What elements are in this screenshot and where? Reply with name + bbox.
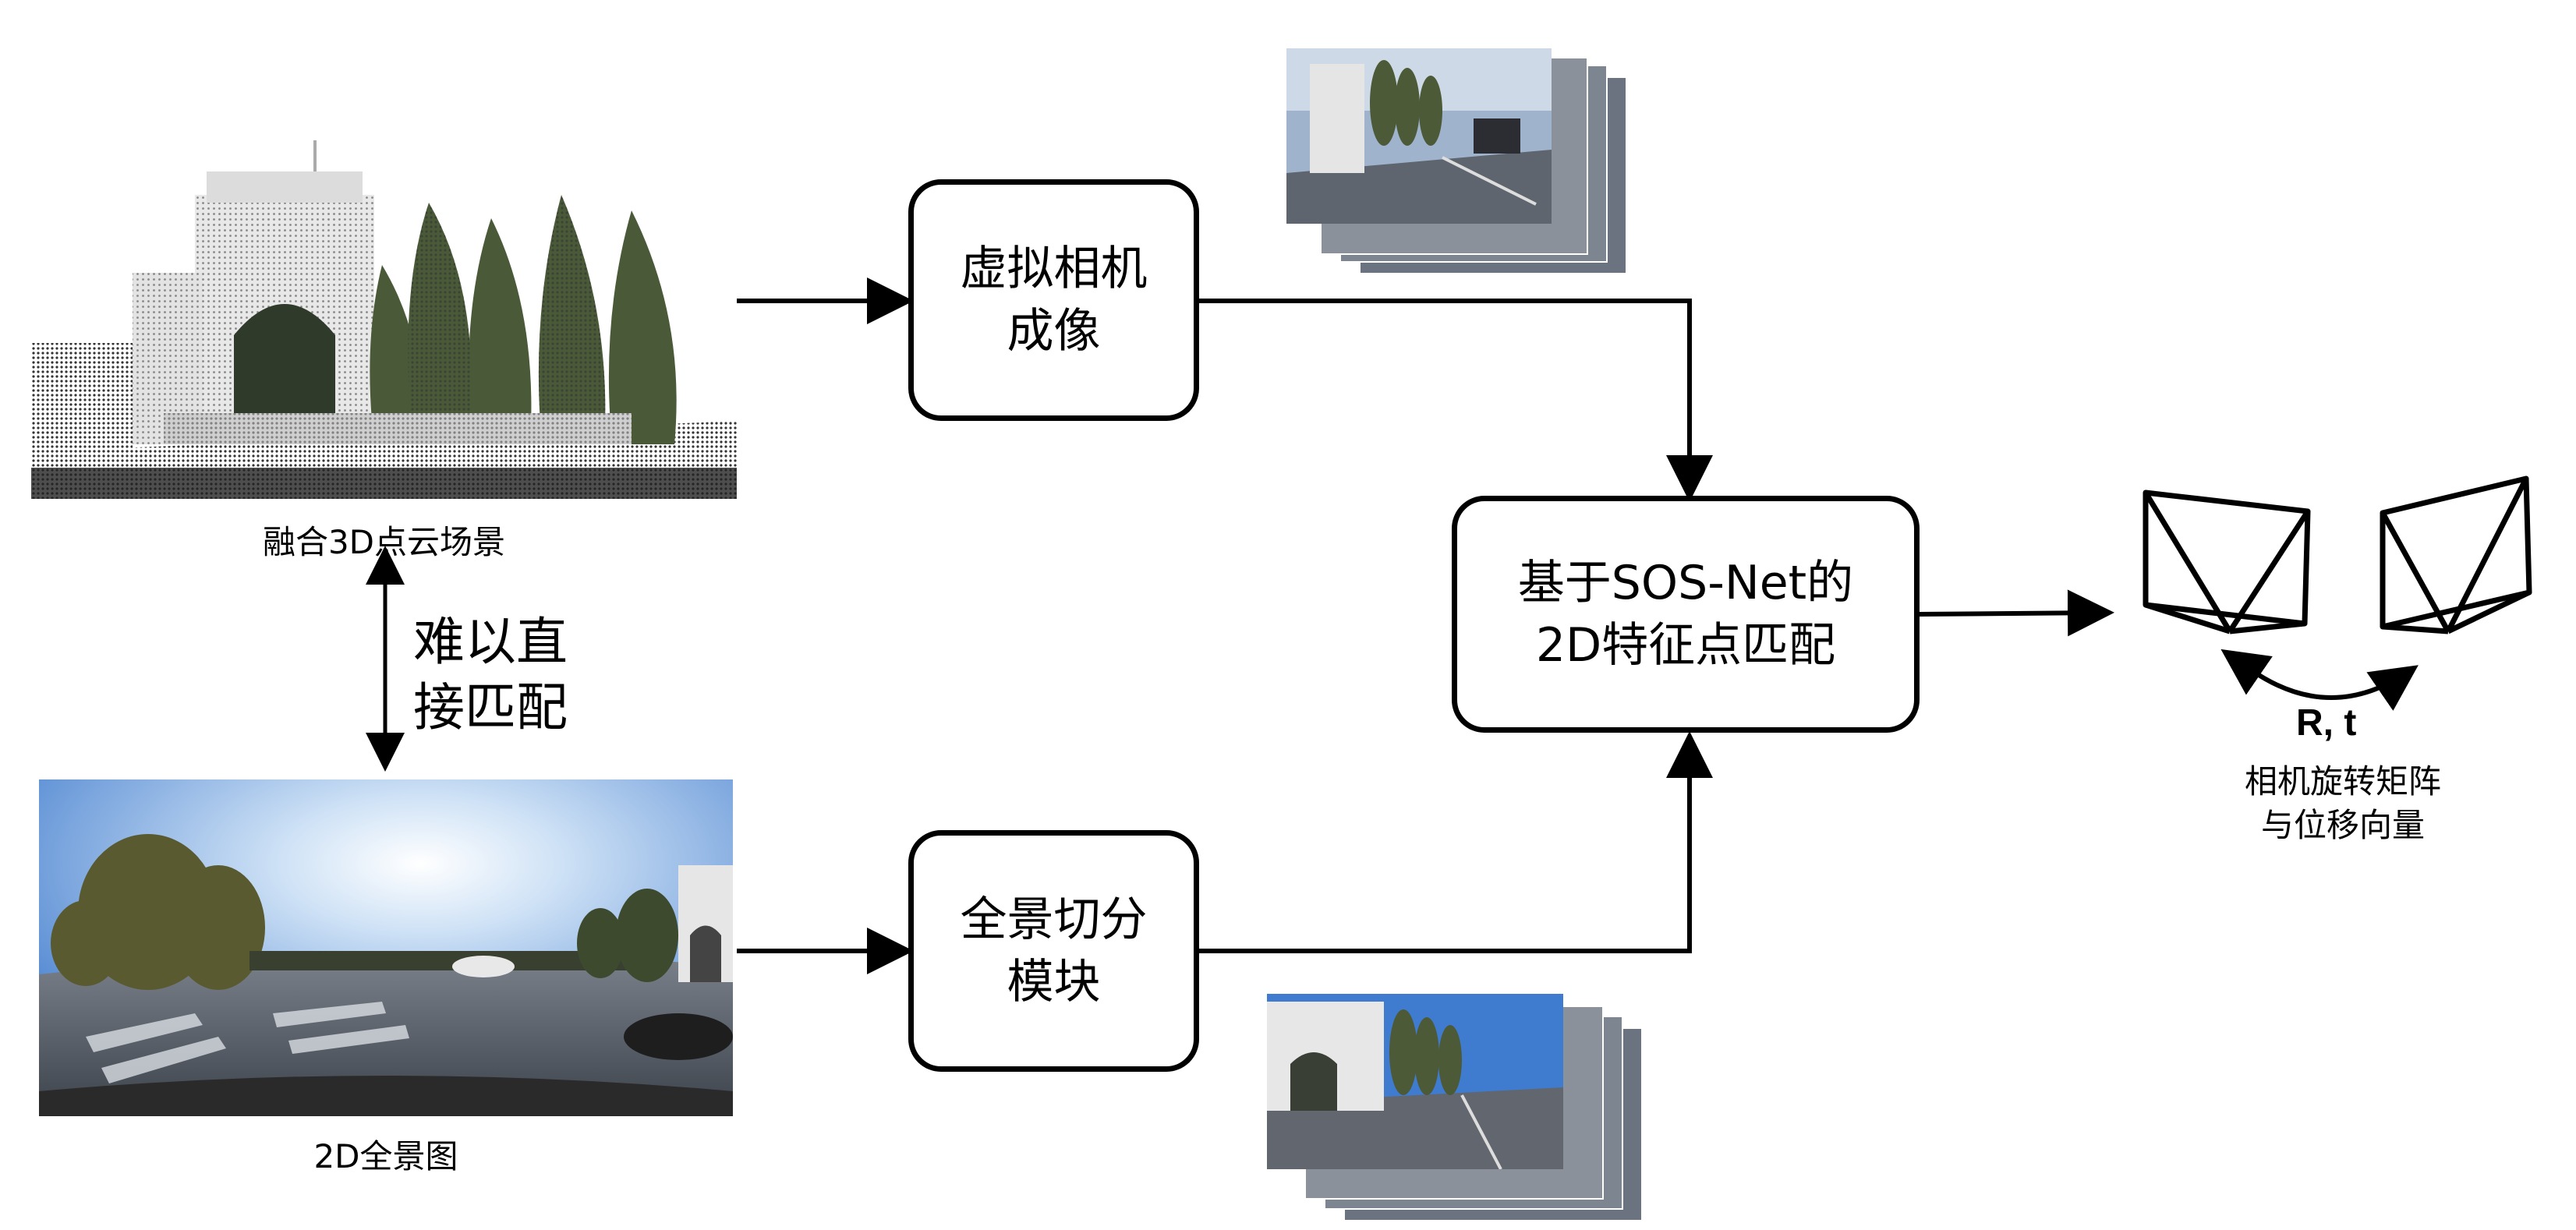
matching-line2: 2D特征点匹配	[1535, 618, 1836, 673]
output-caption: 相机旋转矩阵 与位移向量	[2206, 760, 2479, 847]
pointcloud-image	[31, 140, 737, 499]
hard-to-match-line2: 接匹配	[413, 677, 568, 737]
arrow-split-to-matching	[1199, 731, 1713, 953]
pointcloud-caption: 融合3D点云场景	[262, 523, 506, 561]
arrow-camera-to-matching	[1199, 299, 1713, 502]
sosnet-matching-box: 基于SOS-Net的 2D特征点匹配	[1452, 496, 1920, 733]
panorama-image	[39, 779, 733, 1116]
panorama-split-box: 全景切分 模块	[908, 830, 1199, 1072]
camera-frustum-right	[2380, 475, 2532, 634]
stack-top-front	[1286, 48, 1552, 224]
hard-to-match-label: 难以直 接匹配	[413, 610, 568, 740]
panorama-split-line1: 全景切分	[960, 892, 1148, 947]
output-caption-line1: 相机旋转矩阵	[2244, 762, 2441, 801]
rotation-translation-label: R, t	[2296, 702, 2357, 744]
stack-bottom-front	[1267, 994, 1563, 1169]
panorama-caption: 2D全景图	[313, 1137, 458, 1175]
gate-structure	[133, 140, 374, 444]
camera-frustum-left	[2143, 490, 2311, 634]
hard-to-match-line1: 难以直	[413, 612, 568, 672]
virtual-camera-imaging-box: 虚拟相机 成像	[908, 179, 1199, 421]
arrow-matching-to-output	[1919, 589, 2114, 637]
output-caption-line2: 与位移向量	[2260, 806, 2425, 844]
panorama-trees-left	[51, 834, 265, 990]
matching-line1: 基于SOS-Net的	[1517, 556, 1854, 610]
virtual-camera-line2: 成像	[1007, 304, 1101, 359]
panorama-split-line2: 模块	[1007, 955, 1101, 1009]
rotation-curve-arrow	[2220, 649, 2419, 711]
crosswalk	[86, 1002, 409, 1083]
virtual-camera-line1: 虚拟相机	[960, 242, 1148, 296]
